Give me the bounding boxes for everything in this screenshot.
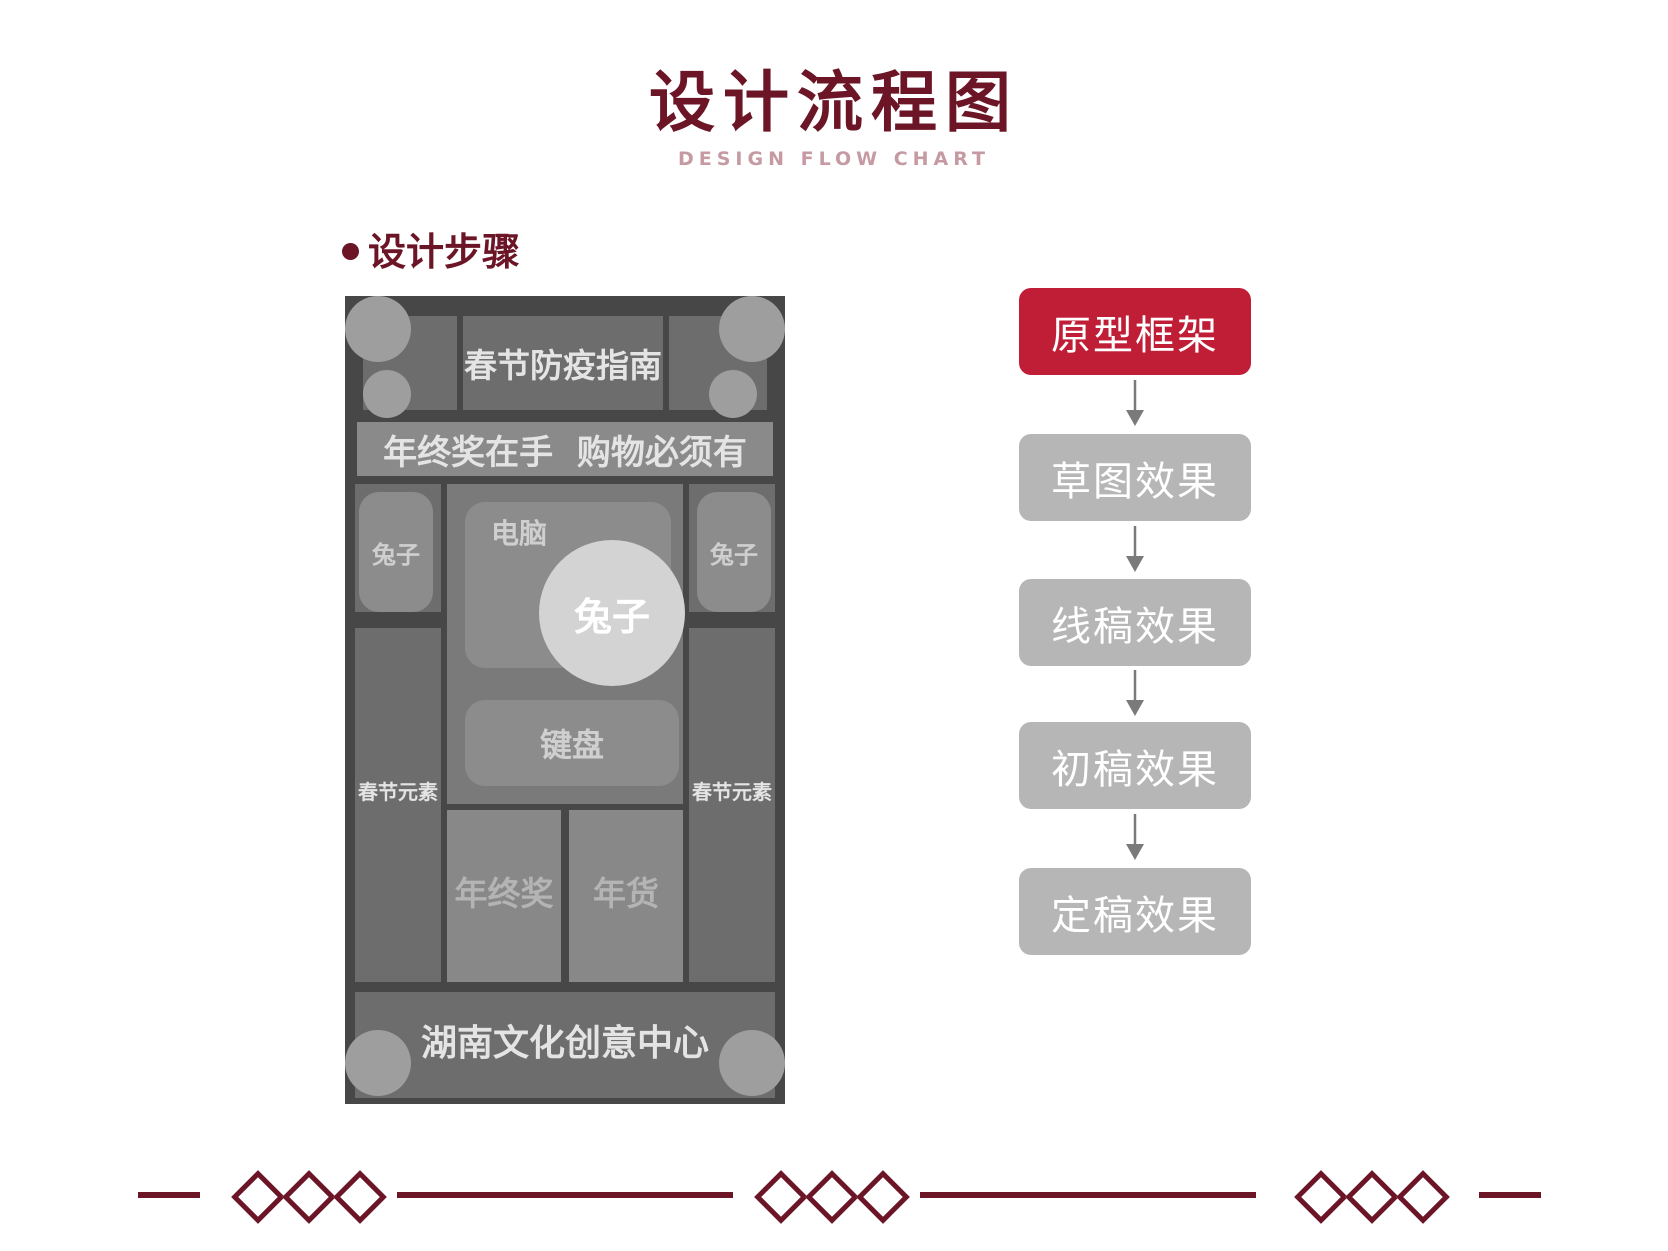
wire-circle-bottom-left	[345, 1030, 411, 1096]
bullet-icon	[342, 243, 359, 260]
diamond-icon	[754, 1170, 808, 1224]
wire-left-column-text: 春节元素	[358, 779, 438, 804]
wire-top-banner	[463, 316, 663, 410]
wire-circle-top-right-small	[709, 370, 757, 418]
wireframe-prototype: 春节防疫指南 年终奖在手 购物必须有 兔子 兔子 电脑 兔子 键盘 春节元素 春…	[345, 296, 785, 1104]
wire-bottom-right-block	[569, 810, 683, 982]
wire-bottom-left-text: 年终奖	[454, 874, 554, 913]
arrow-down-icon	[1126, 670, 1144, 716]
diamond-icon	[805, 1170, 859, 1224]
diamond-icon	[333, 1170, 387, 1224]
footer-line	[920, 1192, 1256, 1198]
wire-footer-banner	[355, 992, 775, 1098]
page-subtitle: DESIGN FLOW CHART	[677, 148, 991, 170]
wire-left-column	[355, 628, 441, 982]
wire-keyboard-box	[465, 700, 679, 786]
arrow-down-icon	[1126, 814, 1144, 860]
wire-left-tag	[359, 492, 433, 612]
footer-line	[138, 1192, 200, 1198]
wire-right-tag	[697, 492, 771, 612]
wire-circle-top-left	[345, 296, 411, 362]
diamond-icon	[1345, 1170, 1399, 1224]
step-lineart: 线稿效果	[1019, 579, 1251, 666]
wire-slogan-text: 年终奖在手 购物必须有	[383, 432, 747, 473]
wire-center-circle	[539, 540, 685, 686]
step-sketch: 草图效果	[1019, 434, 1251, 521]
wire-bottom-right-text: 年货	[593, 874, 659, 913]
step-first-draft: 初稿效果	[1019, 722, 1251, 809]
wire-bottom-left-block	[447, 810, 561, 982]
diamond-icon	[231, 1170, 285, 1224]
page-title: 设计流程图	[649, 63, 1019, 141]
footer-line	[1479, 1192, 1541, 1198]
wire-footer-banner-text: 湖南文化创意中心	[420, 1023, 709, 1064]
wire-center-circle-text: 兔子	[573, 594, 650, 639]
wire-left-tag-text: 兔子	[372, 540, 420, 569]
wire-circle-top-left-small	[363, 370, 411, 418]
wire-right-tag-text: 兔子	[710, 540, 758, 569]
step-prototype: 原型框架	[1019, 288, 1251, 375]
footer-line	[397, 1192, 733, 1198]
diamond-icon	[1396, 1170, 1450, 1224]
diamond-icon	[856, 1170, 910, 1224]
section-title: 设计步骤	[368, 230, 521, 274]
wire-right-column	[689, 628, 775, 982]
wire-keyboard-text: 键盘	[539, 726, 604, 764]
diamond-icon	[282, 1170, 336, 1224]
arrow-down-icon	[1126, 380, 1144, 426]
step-final-draft: 定稿效果	[1019, 868, 1251, 955]
diamond-icon	[1294, 1170, 1348, 1224]
wire-circle-bottom-right	[719, 1030, 785, 1096]
wire-computer-text: 电脑	[490, 517, 547, 550]
wire-right-column-text: 春节元素	[692, 779, 772, 804]
wire-top-banner-text: 春节防疫指南	[464, 346, 662, 385]
arrow-down-icon	[1126, 526, 1144, 572]
wire-slogan-strip	[357, 422, 773, 476]
wire-circle-top-right	[719, 296, 785, 362]
